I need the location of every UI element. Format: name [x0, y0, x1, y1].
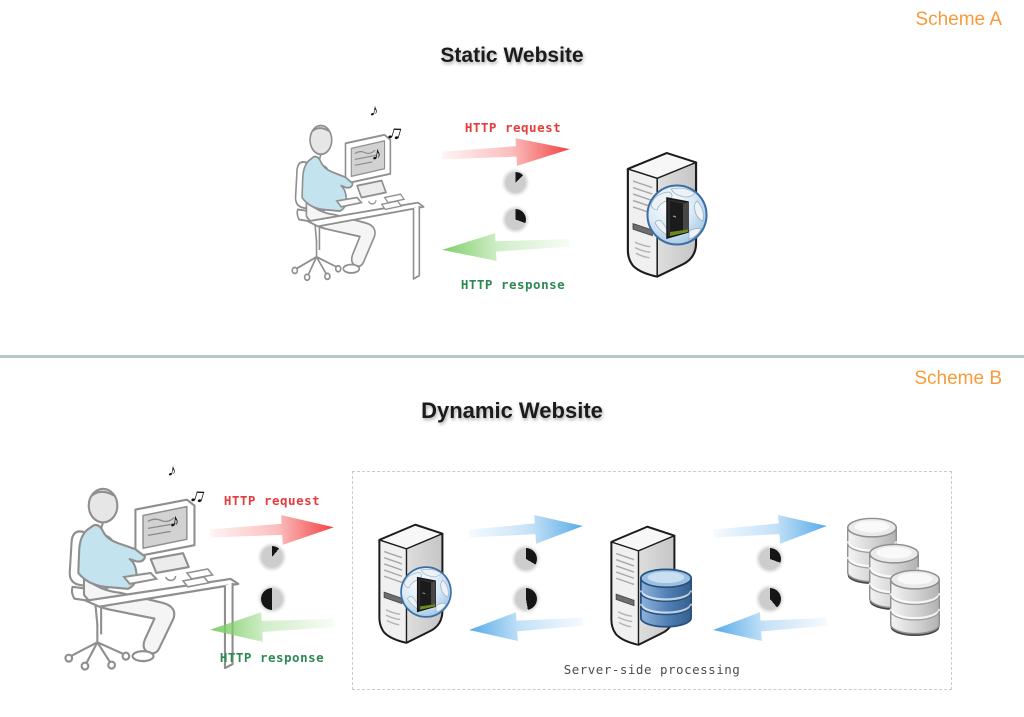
scheme-b-title: Dynamic Website — [421, 397, 603, 423]
http-response-label: HTTP response — [460, 277, 566, 292]
wait-timer-icon — [505, 172, 526, 193]
section-divider — [0, 355, 1024, 358]
wait-timer-icon — [515, 588, 537, 610]
http-request-label: HTTP request — [464, 120, 562, 135]
internal-response-arrow-icon — [468, 607, 584, 645]
http-request-arrow-icon — [441, 135, 570, 171]
gray-database-icon — [887, 568, 943, 638]
processing-box-label: Server-side processing — [563, 662, 741, 677]
scheme-b-badge: Scheme B — [914, 368, 1002, 389]
blue-database-icon — [637, 567, 695, 631]
server-side-processing-box: Server-side processing — [352, 471, 952, 690]
globe-door-icon — [399, 565, 453, 619]
globe-door-icon — [645, 183, 709, 247]
wait-timer-icon — [505, 209, 526, 230]
wait-timer-icon — [759, 548, 781, 570]
internal-request-arrow-icon — [468, 511, 584, 549]
wait-timer-icon — [515, 548, 537, 570]
wait-timer-icon — [261, 588, 283, 610]
scheme-a-badge: Scheme A — [915, 9, 1002, 30]
internal-response-arrow-icon — [712, 607, 828, 645]
application-database-server-icon — [593, 520, 691, 648]
internal-request-arrow-icon — [712, 511, 828, 549]
wait-timer-icon — [759, 588, 781, 610]
http-request-label: HTTP request — [223, 493, 321, 508]
scheme-a-title: Static Website — [440, 44, 584, 68]
http-response-arrow-icon — [441, 229, 570, 265]
person-clipart — [276, 106, 428, 284]
user-at-computer-icon: ♪ ♫ ♪ — [276, 101, 428, 284]
database-cluster-icon — [842, 512, 964, 649]
web-server-icon — [361, 518, 459, 646]
wait-timer-icon — [261, 546, 283, 568]
http-response-label: HTTP response — [219, 650, 325, 665]
web-server-icon — [608, 146, 714, 280]
